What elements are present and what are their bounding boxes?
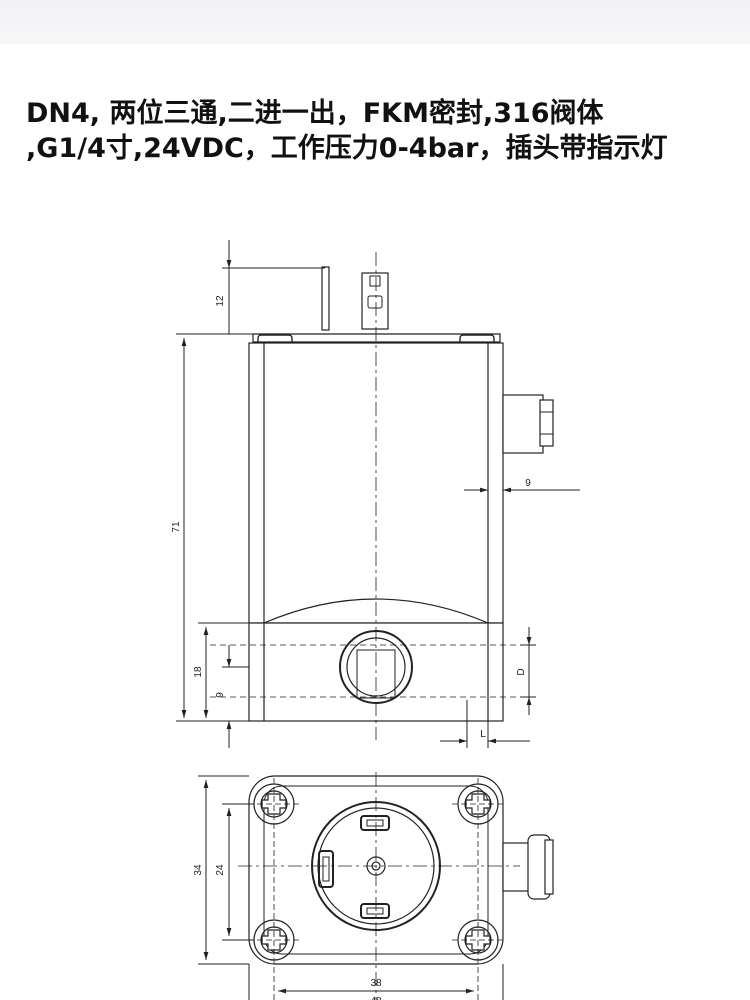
- top-band: [0, 0, 750, 44]
- dim-port-diameter: D: [516, 668, 527, 675]
- bottom-dimensions: [198, 775, 504, 1000]
- top-pin: [361, 272, 389, 330]
- top-cap: [252, 333, 501, 343]
- bottom-connector: [502, 842, 532, 892]
- dim-bottom-inner: 24: [215, 864, 226, 876]
- product-headline: DN4, 两位三通,二进一出，FKM密封,316阀体 ,G1/4寸,24VDC，…: [26, 96, 736, 166]
- dim-port-center: 9: [215, 692, 226, 698]
- side-view: [210, 252, 554, 740]
- dim-bottom-outer: 34: [193, 864, 204, 876]
- side-connector: [502, 394, 544, 454]
- dim-total-width: 48: [370, 996, 382, 1000]
- bottom-view: [238, 772, 554, 1000]
- dim-hole-spacing: 38: [370, 978, 382, 989]
- dim-connector-offset: 9: [525, 478, 531, 489]
- headline-line-1: DN4, 两位三通,二进一出，FKM密封,316阀体: [26, 98, 604, 129]
- dim-top-pin: 12: [215, 295, 226, 307]
- dim-port-depth: L: [480, 729, 486, 740]
- headline-line-2: ,G1/4寸,24VDC，工作压力0-4bar，插头带指示灯: [26, 133, 668, 164]
- top-tab: [321, 266, 330, 331]
- side-dimensions: [176, 240, 580, 748]
- dim-base-height: 18: [193, 666, 204, 678]
- dim-body-height: 71: [171, 521, 182, 533]
